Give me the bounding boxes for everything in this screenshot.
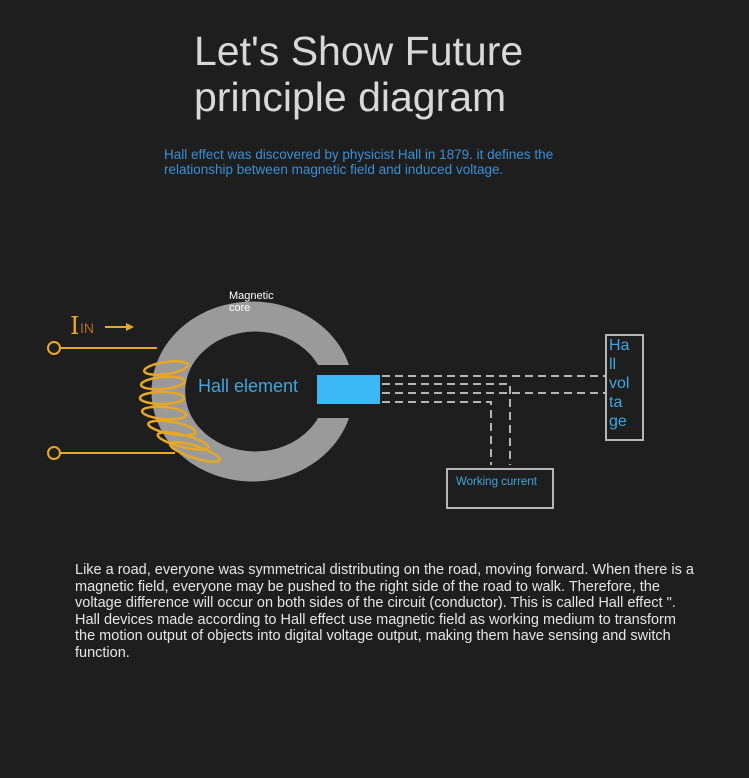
dashed-wires <box>382 375 605 465</box>
hall-voltage-line: ll <box>609 356 616 373</box>
input-terminals <box>47 341 175 460</box>
core-label-line2: core <box>229 302 250 314</box>
working-current-box <box>446 468 554 509</box>
hall-voltage-line: Ha <box>609 337 630 354</box>
hall-element <box>317 375 380 404</box>
coil <box>138 360 222 464</box>
magnetic-core <box>151 301 349 482</box>
terminal-top-icon <box>47 341 61 355</box>
current-label-sub: IN <box>80 320 94 336</box>
description-paragraph: Like a road, everyone was symmetrical di… <box>75 562 694 661</box>
title-line-2: principle diagram <box>194 74 507 120</box>
title-line-1: Let's Show Future <box>194 28 524 74</box>
hall-voltage-line: ta <box>609 394 622 411</box>
core-label-line1: Magnetic <box>229 290 274 302</box>
hall-voltage-label: Ha ll vol ta ge <box>609 337 630 430</box>
arrow-right-icon <box>105 323 134 331</box>
hall-voltage-line: vol <box>609 375 629 392</box>
hall-element-label: Hall element <box>198 376 298 396</box>
terminal-bottom-icon <box>47 446 61 460</box>
working-current-label: Working current <box>456 476 538 488</box>
hall-voltage-box <box>605 334 644 441</box>
subtitle: Hall effect was discovered by physicist … <box>164 147 554 177</box>
hall-voltage-line: ge <box>609 413 627 430</box>
current-label: I <box>70 312 79 340</box>
